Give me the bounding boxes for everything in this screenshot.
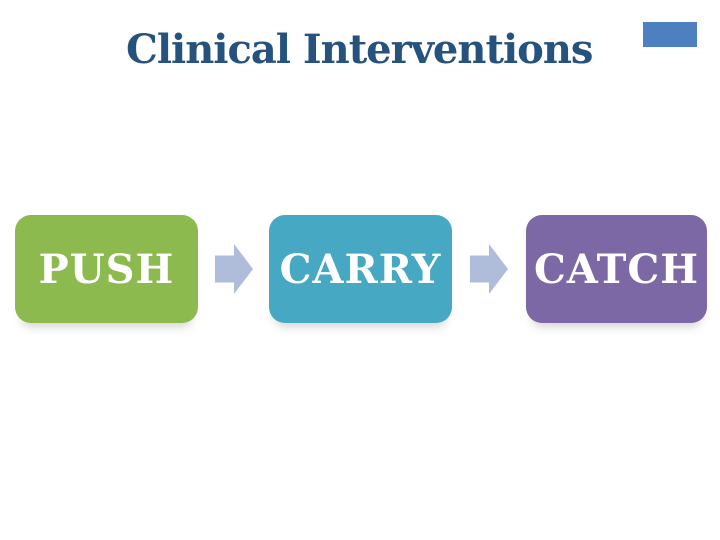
process-step-push: PUSH <box>15 215 198 323</box>
process-step-catch-label: CATCH <box>533 245 700 293</box>
right-arrow-icon <box>215 244 253 294</box>
process-step-catch: CATCH <box>526 215 707 323</box>
process-step-carry-label: CARRY <box>279 245 442 293</box>
slide-title: Clinical Interventions <box>126 26 593 73</box>
right-arrow-icon <box>470 244 508 294</box>
accent-rectangle <box>643 22 697 47</box>
process-step-carry: CARRY <box>269 215 452 323</box>
process-step-push-label: PUSH <box>38 245 175 293</box>
